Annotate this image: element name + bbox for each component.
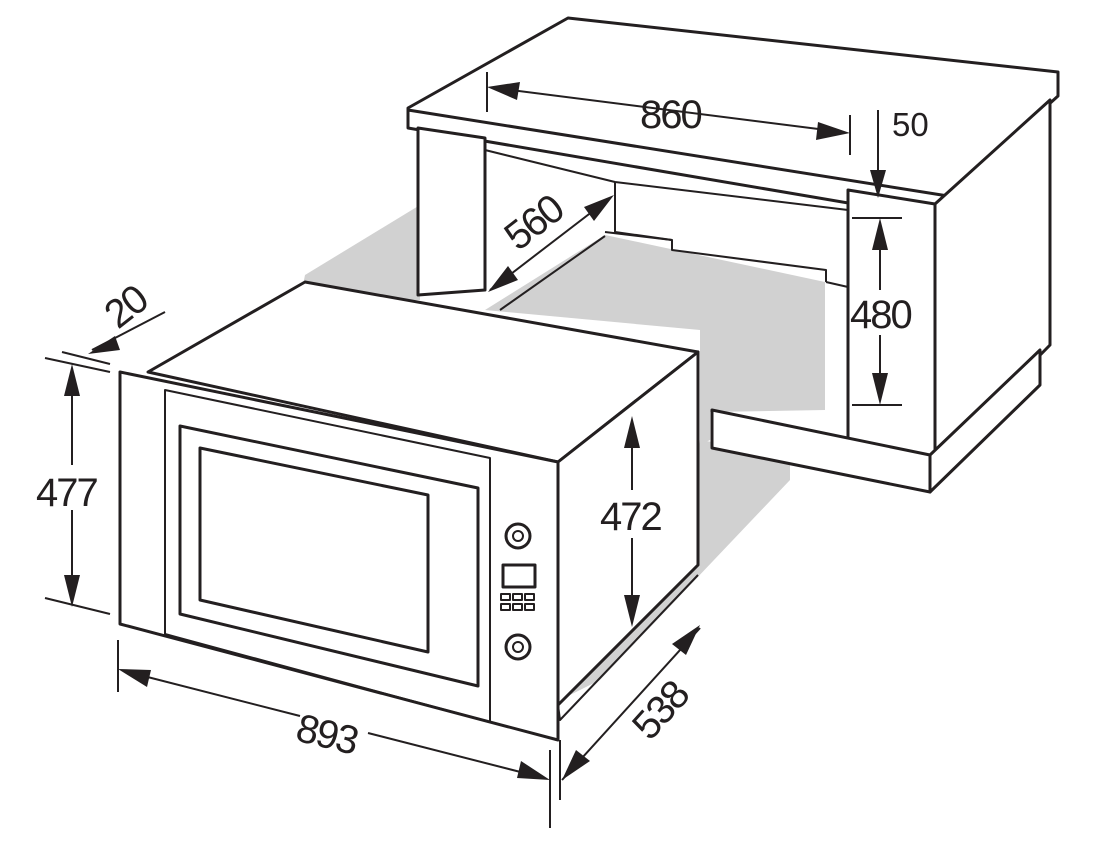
dimension-893: 893 bbox=[117, 640, 551, 828]
cabinet-plinth-side bbox=[928, 348, 1042, 494]
knob-lower-icon[interactable] bbox=[504, 633, 532, 661]
dimension-480: 480 bbox=[850, 217, 913, 406]
arrow-head-icon bbox=[816, 122, 850, 140]
oven-base-edge bbox=[557, 574, 699, 721]
arrow-head-icon bbox=[487, 82, 520, 100]
keypad-button[interactable] bbox=[500, 593, 511, 601]
arrow-head-icon bbox=[872, 373, 888, 405]
cabinet-inner-shelf bbox=[604, 231, 673, 241]
knob-upper-icon[interactable] bbox=[504, 522, 532, 550]
arrow-head-icon bbox=[488, 266, 518, 292]
cabinet-inner-back-wall bbox=[614, 182, 827, 282]
floor-shadow-plane bbox=[485, 235, 825, 445]
knob-upper-center bbox=[512, 530, 524, 542]
cabinet-inner-right-edge bbox=[825, 281, 849, 288]
arrow-head-icon bbox=[88, 336, 120, 354]
oven-front-panel bbox=[164, 389, 491, 723]
arrow-head-icon bbox=[870, 170, 886, 198]
dimension-860: 860 bbox=[486, 72, 851, 155]
cabinet bbox=[406, 16, 1060, 494]
label-560: 560 bbox=[496, 187, 572, 260]
label-860: 860 bbox=[640, 93, 701, 137]
arrow-head-icon bbox=[624, 416, 640, 448]
oven bbox=[118, 280, 700, 742]
keypad-button[interactable] bbox=[512, 603, 523, 611]
dimension-477: 477 bbox=[36, 357, 111, 615]
dimension-20: 20 bbox=[61, 277, 166, 365]
arrow-head-icon bbox=[517, 761, 550, 780]
keypad-button[interactable] bbox=[500, 603, 511, 611]
arrow-head-icon bbox=[118, 669, 151, 687]
left-shadow-plane bbox=[300, 205, 420, 300]
keypad-button[interactable] bbox=[524, 603, 535, 611]
arrow-head-icon bbox=[64, 575, 80, 607]
label-20: 20 bbox=[96, 277, 156, 337]
cabinet-inner-floor bbox=[499, 235, 606, 311]
dimension-472: 472 bbox=[600, 416, 663, 627]
label-50: 50 bbox=[892, 106, 929, 143]
label-480: 480 bbox=[850, 293, 911, 337]
arrow-head-icon bbox=[624, 595, 640, 627]
keypad bbox=[500, 593, 535, 611]
arrow-head-icon bbox=[672, 625, 700, 655]
arrow-head-icon bbox=[872, 218, 888, 250]
cabinet-left-post bbox=[416, 126, 487, 297]
keypad-button[interactable] bbox=[512, 593, 523, 601]
label-893: 893 bbox=[292, 706, 362, 764]
arrow-head-icon bbox=[64, 364, 80, 396]
keypad-button[interactable] bbox=[524, 593, 535, 601]
arrow-head-icon bbox=[562, 750, 590, 780]
knob-lower-center bbox=[512, 641, 524, 653]
arrow-head-icon bbox=[584, 195, 614, 221]
display-screen bbox=[501, 563, 537, 589]
label-538: 538 bbox=[624, 673, 698, 748]
dimension-50: 50 bbox=[870, 106, 929, 198]
label-472: 472 bbox=[600, 495, 661, 539]
oven-window bbox=[198, 446, 430, 654]
label-477: 477 bbox=[36, 471, 97, 515]
